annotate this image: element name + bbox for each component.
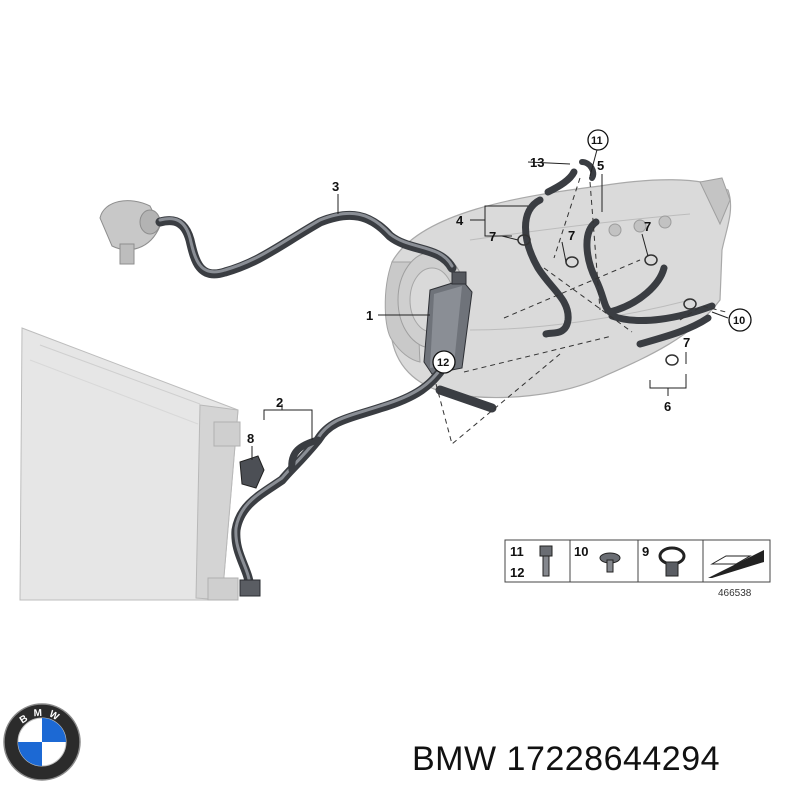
brand-part-number: BMW 17228644294 [412, 740, 721, 778]
bmw-logo-icon: BMW [3, 703, 81, 781]
legend-12: 12 [510, 565, 524, 580]
radiator [19, 327, 241, 601]
holder-8 [239, 455, 265, 489]
callout-12-ring [432, 350, 456, 374]
callout-6: 6 [664, 399, 671, 414]
callout-7a: 7 [489, 229, 496, 244]
callout-7d: 7 [683, 335, 690, 350]
callout-7c: 7 [644, 219, 651, 234]
legend-10: 10 [574, 544, 588, 559]
leader-lines [251, 145, 729, 460]
coolant-pump [99, 200, 161, 265]
callout-4: 4 [456, 213, 464, 228]
screw-icon [599, 552, 621, 573]
callout-8: 8 [247, 431, 254, 446]
callout-11-ring [587, 129, 609, 151]
callout-11: 11 [591, 135, 603, 147]
callout-12: 12 [437, 357, 449, 369]
callout-7b: 7 [568, 228, 575, 243]
callout-13: 13 [530, 155, 544, 170]
callout-2: 2 [276, 395, 283, 410]
bolt-icon [539, 545, 553, 577]
hose-4 [522, 168, 578, 338]
fastener-legend: 11 12 10 9 [504, 539, 771, 583]
callout-10-ring [728, 308, 752, 332]
oil-cooler [423, 271, 473, 375]
callouts: 1 2 3 4 5 6 7 7 7 7 7 8 11 10 12 13 [247, 129, 752, 446]
hose-6 [608, 302, 716, 348]
wrench-symbol-icon [708, 550, 764, 578]
hose-5 [579, 159, 668, 316]
callout-5: 5 [597, 158, 604, 173]
legend-11: 11 [510, 544, 524, 559]
legend-9: 9 [642, 544, 649, 559]
seal-rings [517, 234, 697, 366]
clamp-icon [658, 546, 686, 577]
diagram-ref-number: 466538 [718, 588, 752, 599]
callout-3: 3 [332, 179, 339, 194]
callout-10: 10 [733, 315, 745, 327]
callout-1: 1 [366, 308, 373, 323]
hose-3 [155, 210, 457, 279]
hose-2 [231, 367, 497, 597]
assembly-lines [435, 177, 727, 445]
